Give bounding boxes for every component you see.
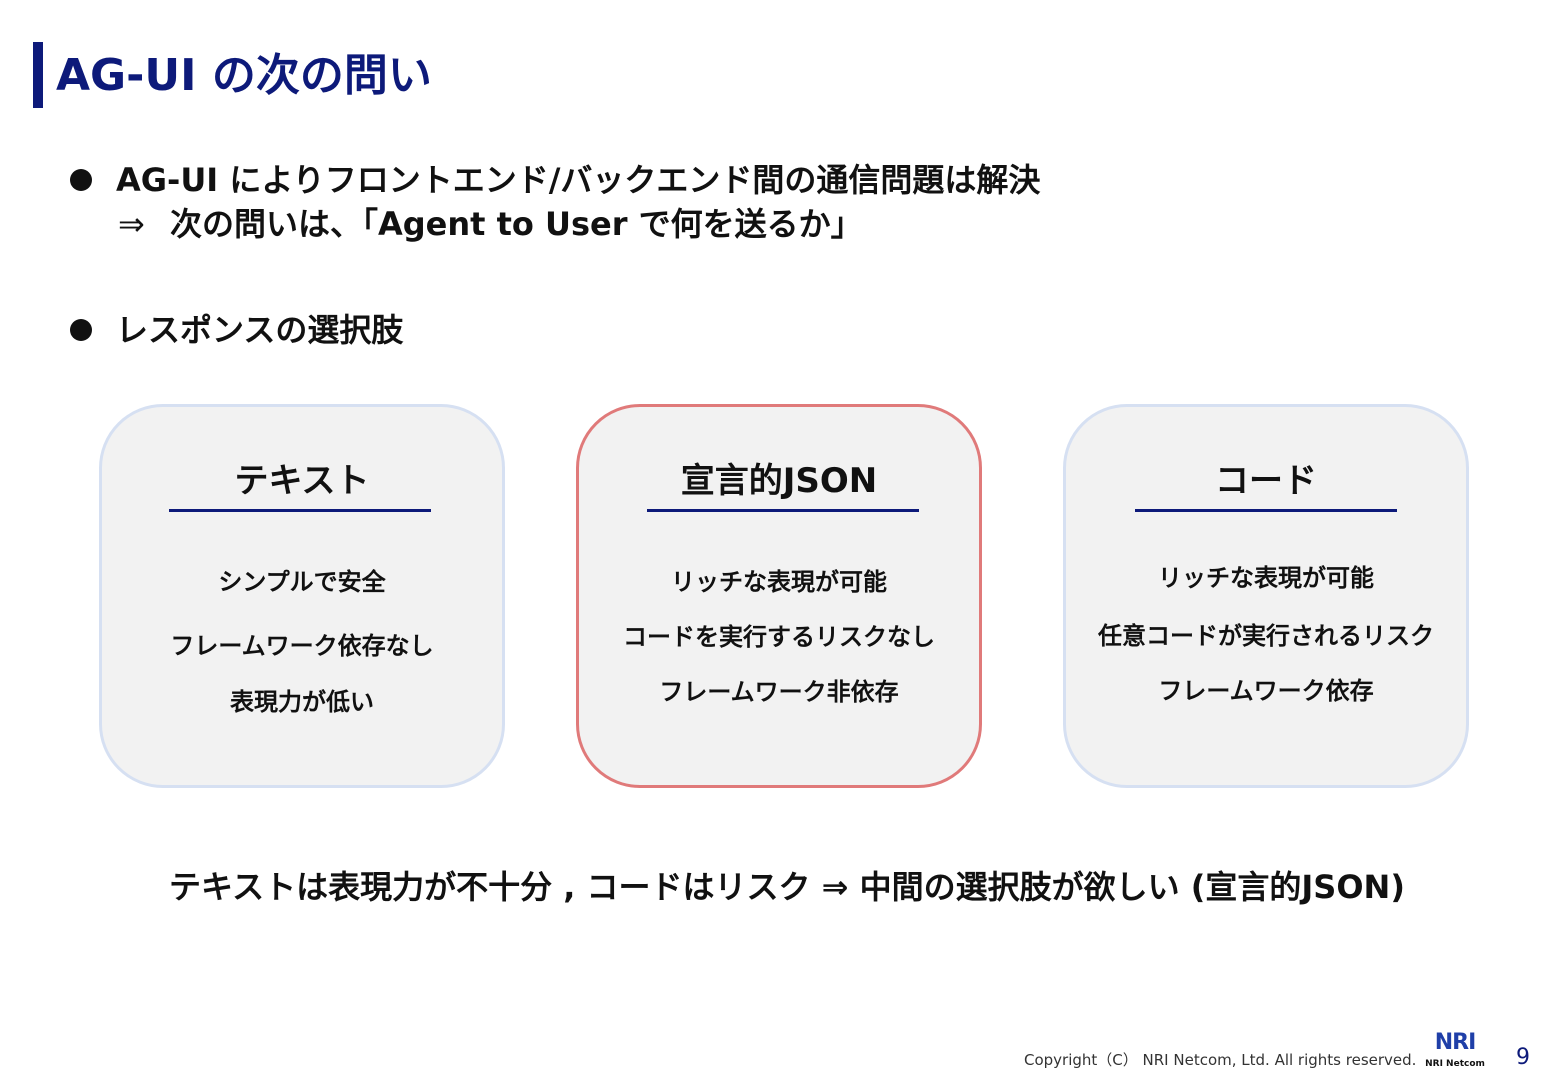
arrow-icon: ⇒: [118, 205, 145, 243]
card-item: リッチな表現が可能: [1158, 564, 1374, 592]
card-item: コードを実行するリスクなし: [623, 623, 935, 651]
card-item: フレームワーク依存なし: [170, 632, 434, 660]
sub-point-text: 次の問いは、「Agent to User で何を送るか」: [170, 205, 863, 243]
card-declarative-json: 宣言的JSON リッチな表現が可能 コードを実行するリスクなし フレームワーク非…: [576, 404, 982, 788]
bullet-text: レスポンスの選択肢: [116, 311, 404, 349]
slide-title: AG-UI の次の問い: [56, 50, 432, 101]
bullet-text: AG-UI によりフロントエンド/バックエンド間の通信問題は解決: [116, 161, 1041, 199]
card-item: シンプルで安全: [218, 568, 386, 596]
card-title-underline: [1135, 509, 1397, 512]
card-item: 表現力が低い: [230, 688, 374, 716]
bullet-dot-icon: [70, 319, 92, 341]
nri-netcom-logo: NRI NRI Netcom: [1422, 1030, 1488, 1072]
card-title-underline: [647, 509, 919, 512]
card-item: フレームワーク非依存: [659, 678, 899, 706]
card-item: フレームワーク依存: [1158, 677, 1374, 705]
sub-point: ⇒ 次の問いは、「Agent to User で何を送るか」: [118, 202, 863, 246]
logo-name: NRI Netcom: [1425, 1059, 1485, 1069]
card-title: 宣言的JSON: [680, 461, 878, 501]
card-item: 任意コードが実行されるリスク: [1098, 622, 1434, 650]
logo-mark: NRI: [1434, 1030, 1477, 1055]
page-number: 9: [1516, 1045, 1530, 1070]
bullet-dot-icon: [70, 169, 92, 191]
card-title: コード: [1215, 461, 1317, 501]
card-item: リッチな表現が可能: [671, 568, 887, 596]
card-code: コード リッチな表現が可能 任意コードが実行されるリスク フレームワーク依存: [1063, 404, 1469, 788]
copyright-text: Copyright（C） NRI Netcom, Ltd. All rights…: [1024, 1051, 1417, 1069]
card-text: テキスト シンプルで安全 フレームワーク依存なし 表現力が低い: [99, 404, 505, 788]
card-title-underline: [169, 509, 431, 512]
conclusion-text: テキストは表現力が不十分 , コードはリスク ⇒ 中間の選択肢が欲しい (宣言的…: [169, 868, 1405, 906]
title-accent-bar: [33, 42, 43, 108]
card-title: テキスト: [234, 461, 370, 501]
